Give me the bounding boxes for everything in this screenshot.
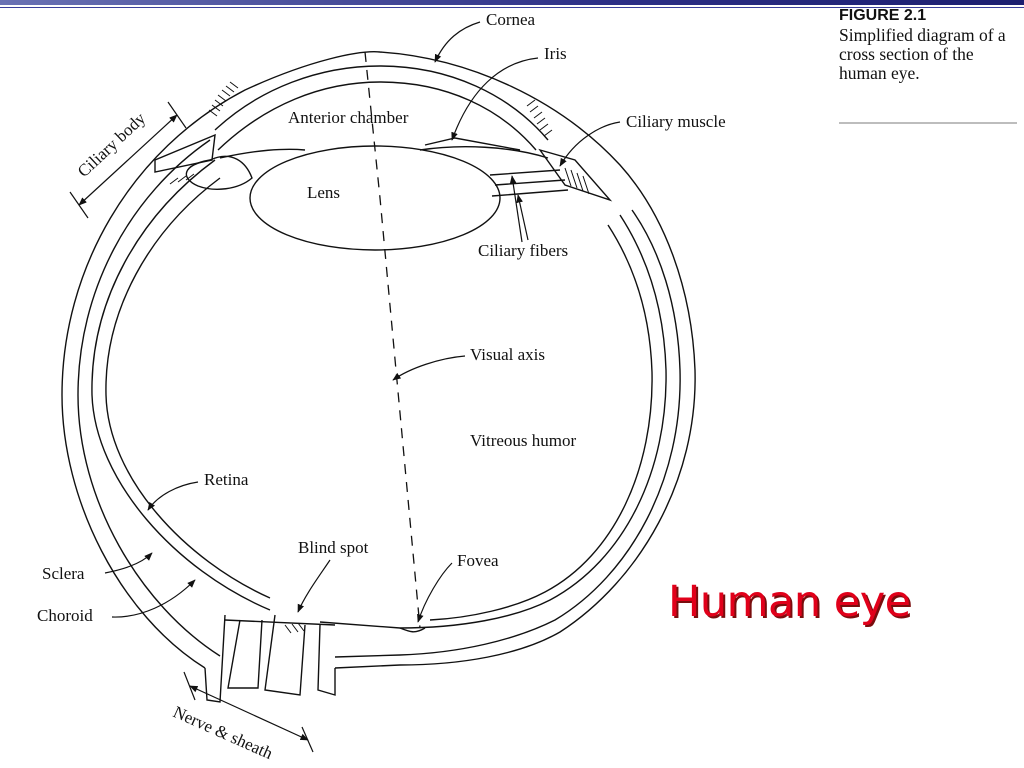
label-fovea: Fovea (457, 551, 499, 570)
label-nerve-sheath: Nerve & sheath (170, 702, 276, 763)
fovea-leader (417, 562, 453, 623)
nerve-sheath-dimension (183, 671, 314, 753)
visual-axis-line (364, 51, 421, 629)
slide-accent-line (0, 7, 1024, 8)
label-anterior-chamber: Anterior chamber (288, 108, 409, 127)
sclera-leader (104, 552, 153, 574)
cornea-outline (214, 65, 549, 141)
label-retina: Retina (204, 470, 249, 489)
fovea-dip (399, 627, 426, 633)
visual-axis-leader (392, 355, 466, 381)
cornea-leader (434, 21, 481, 63)
label-blind-spot: Blind spot (298, 538, 369, 557)
label-visual-axis: Visual axis (470, 345, 545, 364)
ciliary-muscle (538, 148, 613, 202)
label-choroid: Choroid (37, 606, 93, 625)
label-ciliary-fibers: Ciliary fibers (478, 241, 568, 260)
iris-leader (451, 57, 539, 141)
label-iris: Iris (544, 44, 567, 63)
retina-leader (147, 481, 199, 511)
slide-title: Human eye (668, 577, 911, 627)
lens-outline (249, 145, 501, 251)
optic-nerve-outline (204, 614, 336, 703)
label-cornea: Cornea (486, 10, 536, 29)
retina-outline (91, 159, 271, 611)
label-vitreous-humor: Vitreous humor (470, 431, 576, 450)
label-ciliary-body: Ciliary body (74, 108, 150, 181)
figure-number: FIGURE 2.1 (839, 7, 927, 24)
blind-spot-leader (297, 559, 331, 613)
iris-right (419, 146, 549, 159)
label-lens: Lens (307, 183, 340, 202)
ciliary-fibers-leader-2 (516, 194, 529, 241)
label-ciliary-muscle: Ciliary muscle (626, 112, 726, 131)
ciliary-muscle-leader (559, 121, 621, 167)
caption-divider (839, 122, 1017, 124)
figure-caption: FIGURE 2.1 Simplified diagram of a cross… (839, 6, 1019, 83)
slide-accent-bar (0, 0, 1024, 5)
ciliary-fibers-leader-1 (509, 175, 523, 243)
choroid-leader (111, 579, 196, 618)
sclera-outline (61, 51, 696, 669)
iris-left (219, 148, 306, 159)
ciliary-body-dimension (69, 101, 187, 219)
ciliary-fibers (489, 169, 569, 197)
choroid-outline (77, 139, 221, 657)
figure-caption-text: Simplified diagram of a cross section of… (839, 25, 1006, 83)
label-sclera: Sclera (42, 564, 85, 583)
